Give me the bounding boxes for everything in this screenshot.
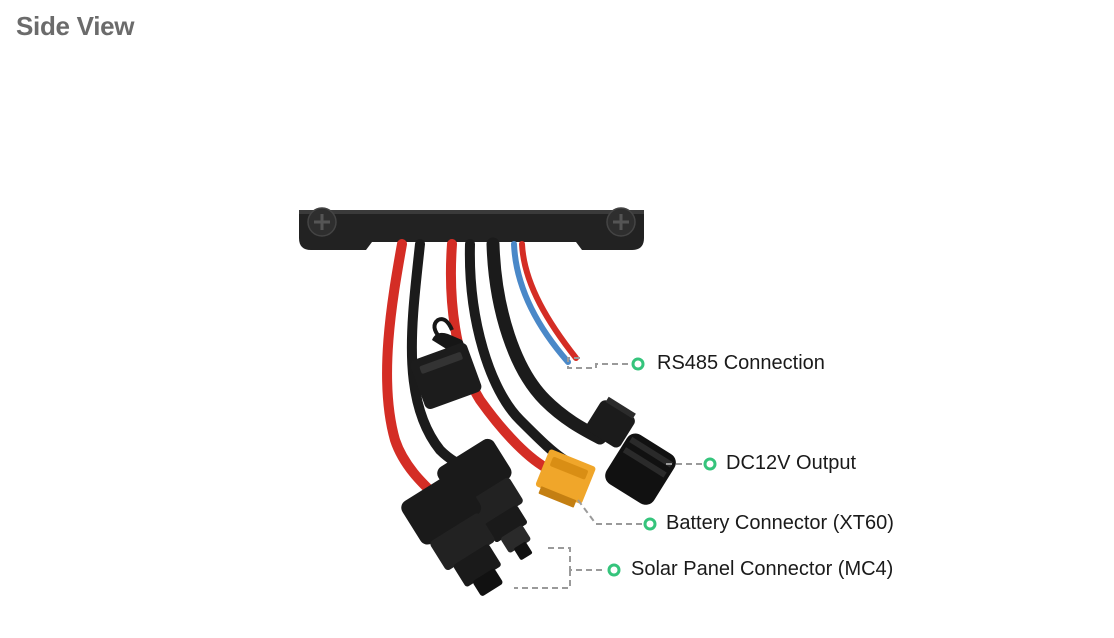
wire-red-fuse bbox=[445, 239, 555, 475]
xt60-connector bbox=[535, 449, 596, 508]
callout-label-rs485: RS485 Connection bbox=[657, 352, 825, 374]
marker-dc12v-icon bbox=[703, 457, 717, 471]
mc4-connectors bbox=[401, 438, 533, 596]
cables bbox=[382, 237, 607, 505]
callout-label-dc12v: DC12V Output bbox=[726, 452, 857, 474]
leader-rs485 bbox=[567, 357, 632, 369]
wire-red-rs485 bbox=[519, 241, 579, 361]
screw-left-icon bbox=[307, 207, 337, 237]
marker-xt60-icon bbox=[643, 517, 657, 531]
wire-black-dc bbox=[486, 237, 607, 445]
callout-markers bbox=[607, 357, 717, 577]
callout-leaders bbox=[514, 357, 704, 589]
dc-output-connector bbox=[586, 396, 676, 505]
leader-mc4 bbox=[514, 547, 606, 589]
controller-housing bbox=[299, 207, 644, 250]
callout-label-xt60: Battery Connector (XT60) bbox=[666, 512, 894, 534]
callout-label-mc4: Solar Panel Connector (MC4) bbox=[631, 558, 894, 580]
wire-blue-rs485 bbox=[511, 241, 571, 365]
leader-xt60 bbox=[577, 499, 644, 525]
fuse-holder bbox=[410, 317, 482, 410]
marker-mc4-icon bbox=[607, 563, 621, 577]
marker-rs485-icon bbox=[631, 357, 645, 371]
page-title: Side View bbox=[16, 11, 135, 41]
wire-red-outer bbox=[382, 239, 445, 505]
screw-right-icon bbox=[606, 207, 636, 237]
